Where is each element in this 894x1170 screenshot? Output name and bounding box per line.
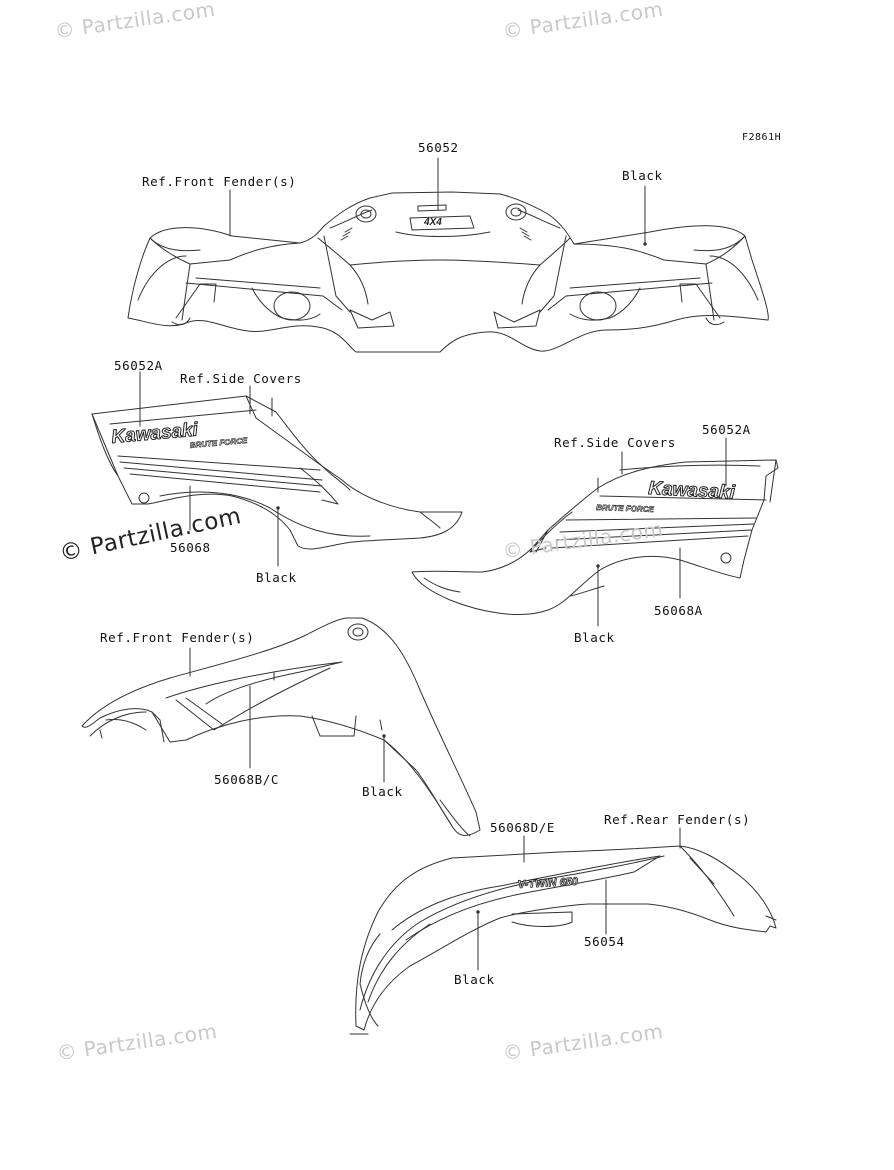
callout-56068de: 56068D/E [490, 820, 556, 835]
right-side-cover [411, 459, 779, 615]
callout-ref-front-fender-side: Ref.Front Fender(s) [100, 630, 255, 645]
callout-56068: 56068 [170, 540, 211, 555]
brand-decal-right: Kawasaki [648, 478, 736, 504]
callout-56068bc: 56068B/C [214, 772, 280, 787]
callout-56052a-right: 56052A [702, 422, 751, 437]
callout-black-front-top: Black [622, 168, 663, 183]
figure-code: F2861H [742, 132, 782, 143]
brand-decal-left: Kawasaki [111, 419, 200, 448]
rear-fender-side-view [349, 845, 777, 1035]
engine-emblem: V-TWIN 650 [518, 876, 580, 891]
model-decal-right: BRUTE FORCE [596, 503, 655, 514]
callout-ref-front-fender-top: Ref.Front Fender(s) [142, 174, 297, 189]
callout-black-left-cover: Black [256, 570, 297, 585]
callout-black-front-side: Black [362, 784, 403, 799]
callout-black-rear: Black [454, 972, 495, 987]
callout-56068a: 56068A [654, 603, 703, 618]
callout-ref-side-covers-left: Ref.Side Covers [180, 371, 302, 386]
left-side-cover [91, 395, 463, 550]
front-fender-side-view [81, 617, 481, 837]
callout-56052a-left: 56052A [114, 358, 163, 373]
callout-56052: 56052 [418, 140, 459, 155]
front-fender-top-view [127, 191, 769, 353]
callout-56054: 56054 [584, 934, 625, 949]
callout-ref-rear-fender: Ref.Rear Fender(s) [604, 812, 751, 827]
badge-4x4-text: 4X4 [423, 217, 442, 228]
callout-black-right-cover: Black [574, 630, 615, 645]
callout-ref-side-covers-right: Ref.Side Covers [554, 435, 676, 450]
